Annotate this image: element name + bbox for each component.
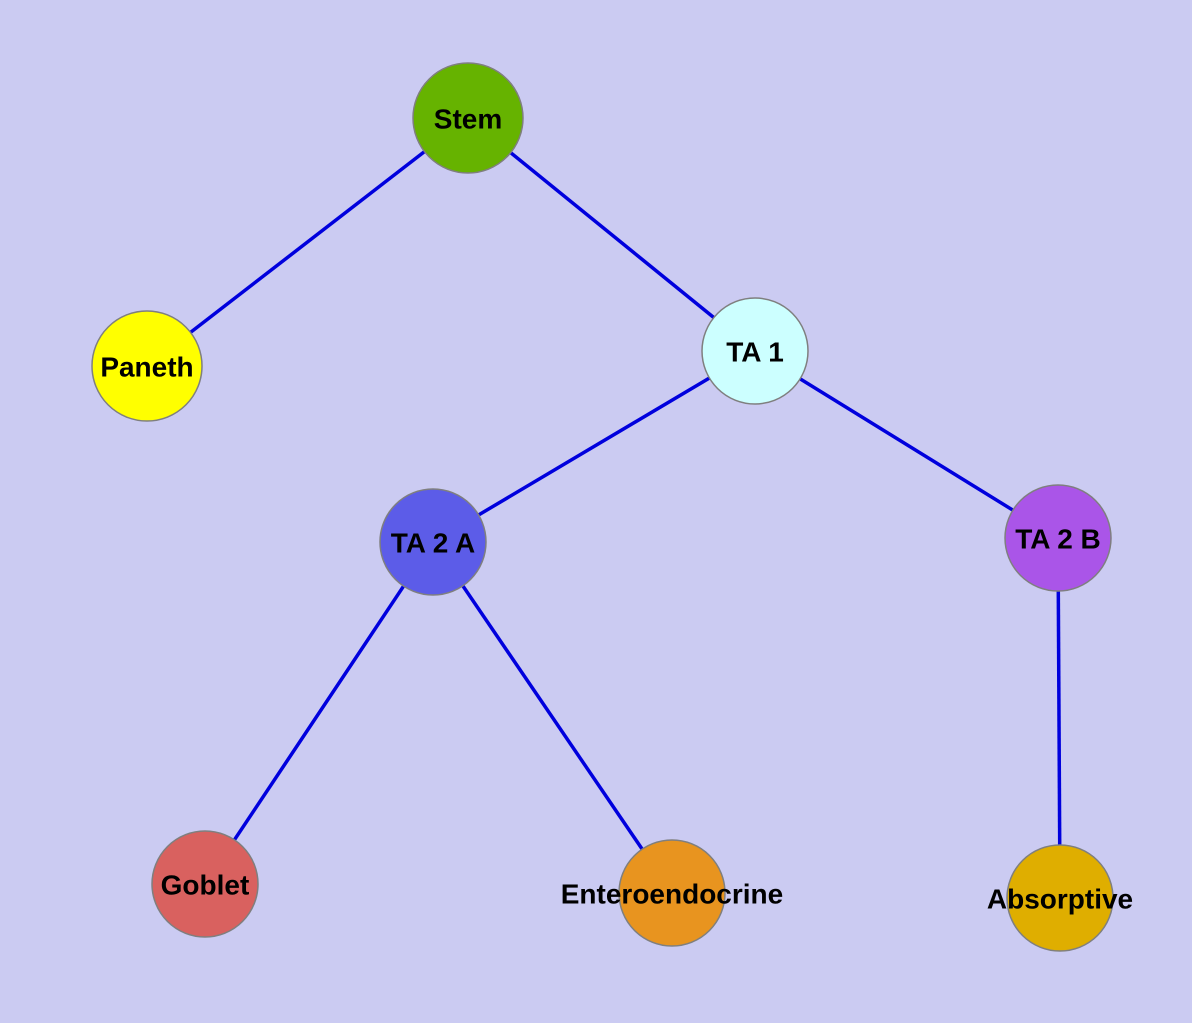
edge-ta1-ta2b xyxy=(754,349,1059,540)
node-circle-absorptive xyxy=(1006,844,1114,952)
node-circle-ta2b xyxy=(1004,484,1112,592)
edge-stem-paneth xyxy=(145,116,470,368)
node-circle-stem xyxy=(412,62,524,174)
node-ta2b: TA 2 B xyxy=(1004,484,1112,592)
edge-ta2a-enteroendocrine xyxy=(431,541,674,894)
edge-ta1-ta2a xyxy=(432,349,756,544)
node-enteroendocrine: Enteroendocrine xyxy=(561,839,783,947)
edge-stem-ta1 xyxy=(466,116,757,353)
node-circle-goblet xyxy=(151,830,259,938)
edge-ta2a-goblet xyxy=(203,541,435,885)
node-circle-paneth xyxy=(91,310,203,422)
node-ta2a: TA 2 A xyxy=(379,488,487,596)
edge-ta2b-absorptive xyxy=(1056,537,1062,899)
node-goblet: Goblet xyxy=(151,830,259,938)
node-circle-ta1 xyxy=(701,297,809,405)
node-circle-enteroendocrine xyxy=(618,839,726,947)
node-circle-ta2a xyxy=(379,488,487,596)
node-ta1: TA 1 xyxy=(701,297,809,405)
node-absorptive: Absorptive xyxy=(987,844,1133,952)
node-paneth: Paneth xyxy=(91,310,203,422)
node-stem: Stem xyxy=(412,62,524,174)
